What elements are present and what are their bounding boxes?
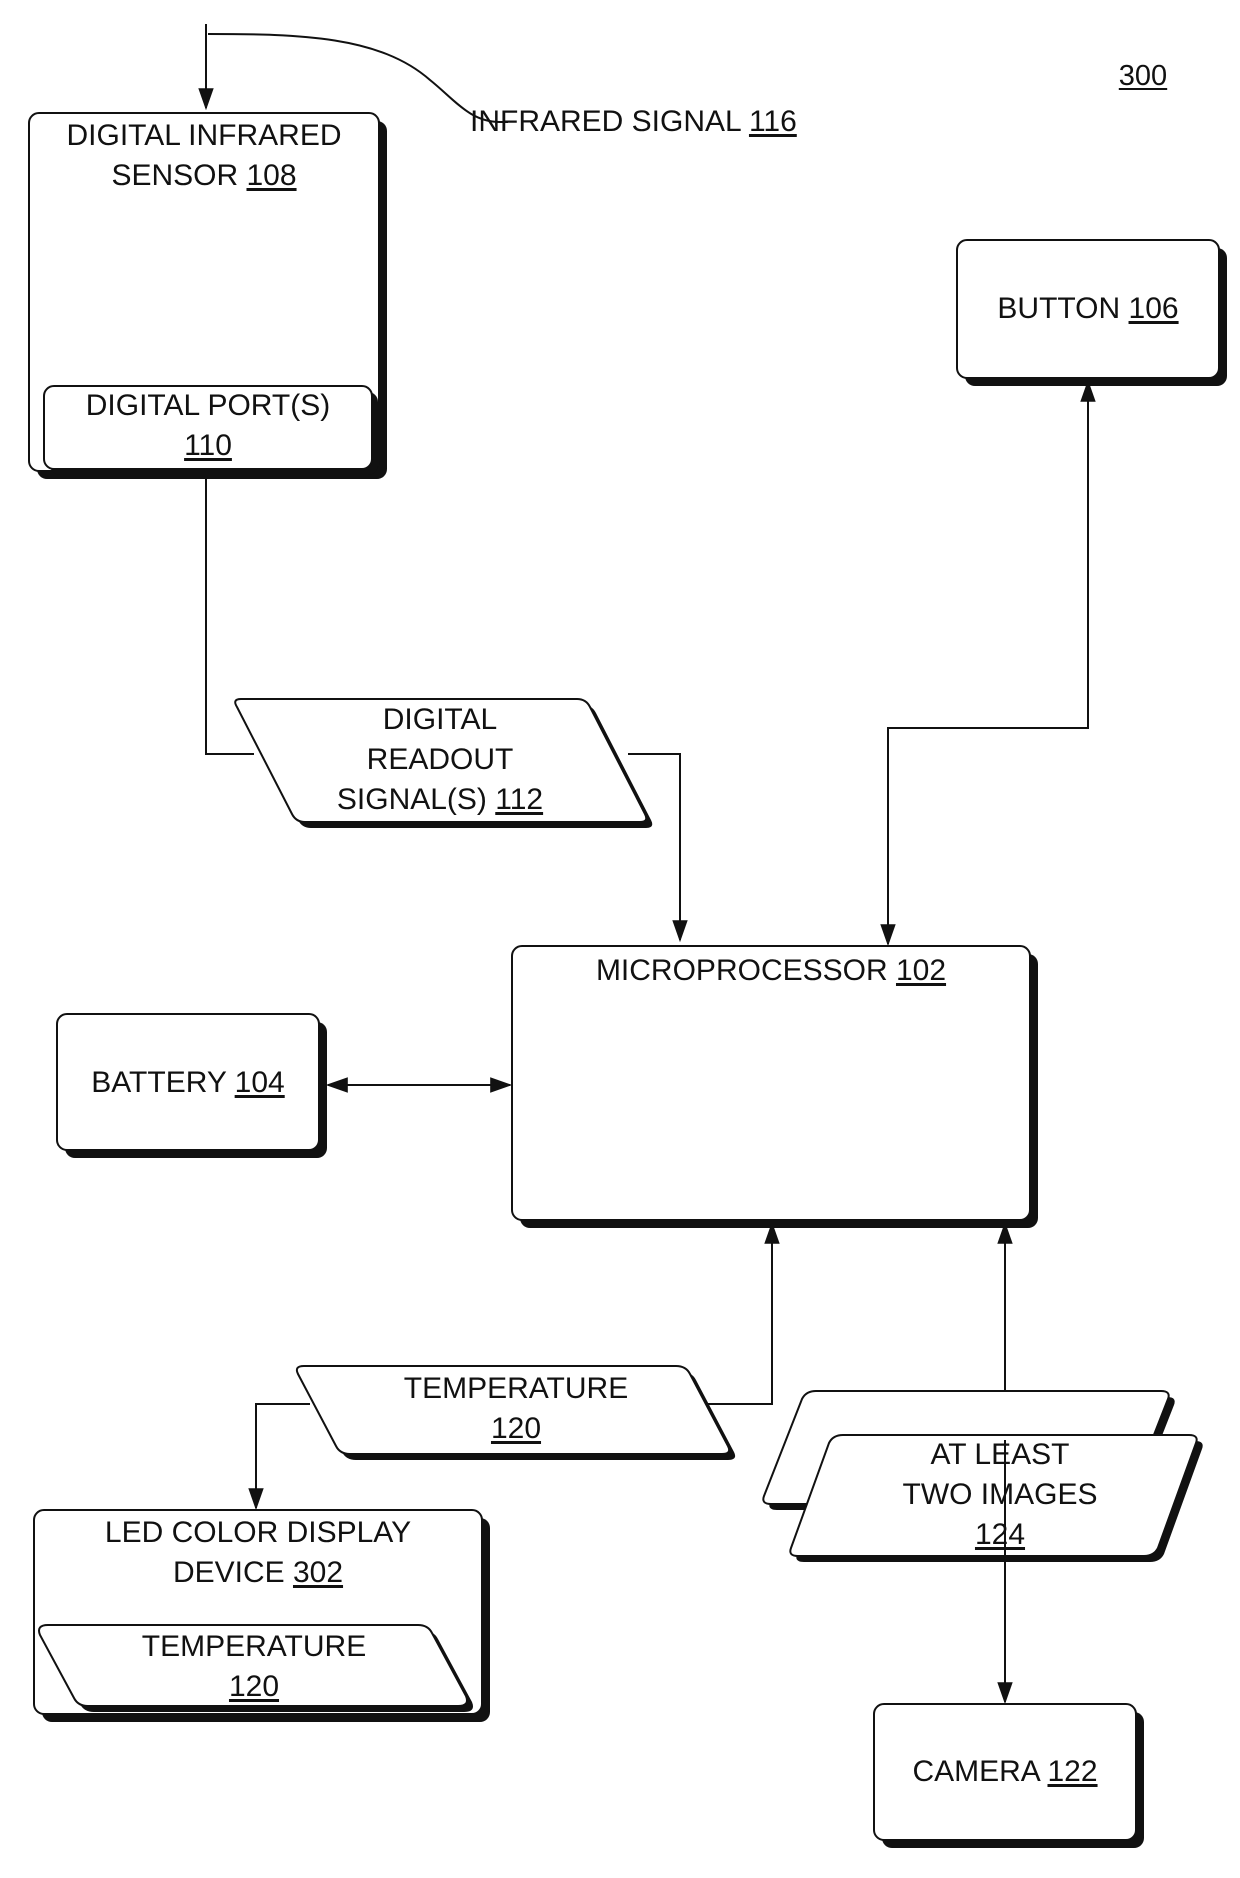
led-temperature-ref: 120 xyxy=(229,1670,279,1703)
infrared-signal-leader xyxy=(208,34,508,122)
camera-ref: 122 xyxy=(1047,1755,1097,1788)
figure-number: 300 xyxy=(1098,56,1188,96)
microprocessor-label: MICROPROCESSOR 102 xyxy=(512,951,1030,991)
sensor-label-line1: DIGITAL INFRARED xyxy=(29,116,379,156)
battery-text: BATTERY xyxy=(91,1066,226,1099)
digital-ports-label: DIGITAL PORT(S) 110 xyxy=(44,386,372,466)
infrared-signal-label: INFRARED SIGNAL 116 xyxy=(470,102,850,142)
camera-text: CAMERA xyxy=(912,1755,1039,1788)
led-temperature-label: TEMPERATURE 120 xyxy=(74,1627,434,1707)
led-display-ref: 302 xyxy=(293,1556,343,1589)
led-temperature-text: TEMPERATURE xyxy=(74,1627,434,1667)
led-display-text: DEVICE xyxy=(173,1556,285,1589)
sensor-ref: 108 xyxy=(246,159,296,192)
sensor-label: DIGITAL INFRARED SENSOR 108 xyxy=(29,116,379,196)
temperature-signal-label: TEMPERATURE 120 xyxy=(336,1369,696,1449)
led-display-label: LED COLOR DISPLAY DEVICE 302 xyxy=(34,1513,482,1593)
temperature-signal-ref: 120 xyxy=(491,1412,541,1445)
led-display-line1: LED COLOR DISPLAY xyxy=(34,1513,482,1553)
readout-line3-text: SIGNAL(S) xyxy=(337,783,487,816)
readout-ref: 112 xyxy=(495,783,543,816)
digital-readout-label: DIGITAL READOUT SIGNAL(S) 112 xyxy=(280,700,600,820)
microprocessor-ref: 102 xyxy=(896,954,946,987)
digital-ports-ref: 110 xyxy=(184,429,232,462)
infrared-signal-text: INFRARED SIGNAL xyxy=(470,105,741,138)
readout-to-microprocessor-arrow xyxy=(628,754,680,940)
images-line1: AT LEAST xyxy=(840,1435,1160,1475)
images-line2: TWO IMAGES xyxy=(840,1475,1160,1515)
temperature-signal-text: TEMPERATURE xyxy=(336,1369,696,1409)
button-ref: 106 xyxy=(1129,292,1179,325)
microprocessor-text: MICROPROCESSOR xyxy=(596,954,888,987)
led-display-line2: DEVICE 302 xyxy=(34,1553,482,1593)
button-label: BUTTON 106 xyxy=(957,289,1219,329)
images-label: AT LEAST TWO IMAGES 124 xyxy=(840,1435,1160,1555)
sensor-label-line2: SENSOR 108 xyxy=(29,156,379,196)
microprocessor-button-arrow xyxy=(888,382,1088,944)
digital-ports-text: DIGITAL PORT(S) xyxy=(44,386,372,426)
button-text: BUTTON xyxy=(997,292,1120,325)
infrared-signal-ref: 116 xyxy=(749,105,797,138)
readout-line3: SIGNAL(S) 112 xyxy=(280,780,600,820)
battery-label: BATTERY 104 xyxy=(57,1063,319,1103)
images-ref: 124 xyxy=(975,1518,1025,1551)
readout-line2: READOUT xyxy=(280,740,600,780)
temperature-to-led-arrow xyxy=(256,1404,310,1508)
camera-label: CAMERA 122 xyxy=(874,1752,1136,1792)
temperature-to-microprocessor-arrow xyxy=(690,1224,772,1404)
battery-ref: 104 xyxy=(235,1066,285,1099)
readout-line1: DIGITAL xyxy=(280,700,600,740)
sensor-label-text: SENSOR xyxy=(111,159,238,192)
